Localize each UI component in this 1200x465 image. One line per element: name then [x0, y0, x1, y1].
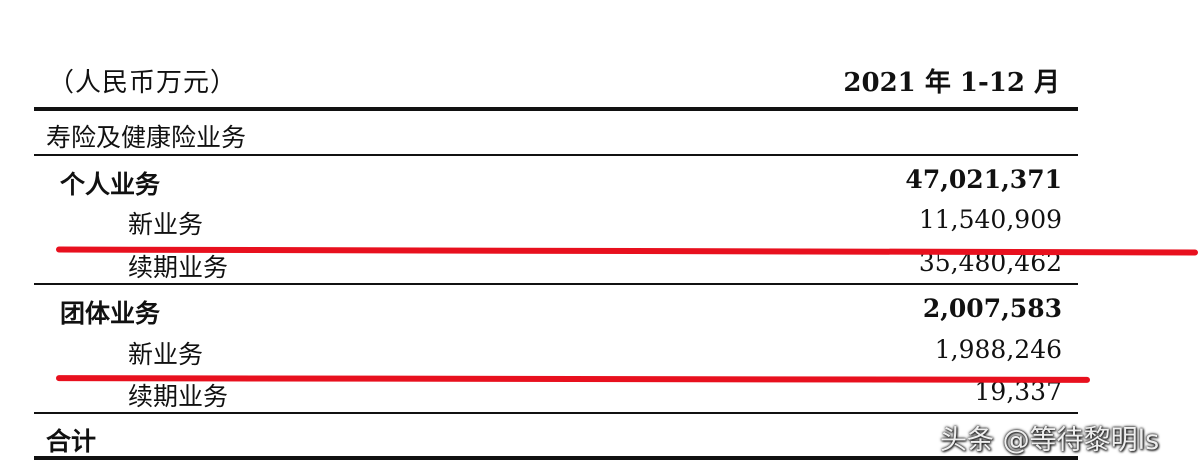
row-label-individual-new: 新业务 [128, 210, 204, 239]
row-label-individual: 个人业务 [60, 170, 161, 199]
section-divider [34, 154, 1078, 156]
watermark: 头条 @等待黎明ls [940, 425, 1160, 456]
group-divider [34, 283, 1078, 285]
row-value-group-new: 1,988,246 [934, 335, 1062, 364]
total-divider [34, 412, 1078, 414]
row-label-group-new: 新业务 [128, 340, 204, 369]
section-label: 寿险及健康险业务 [46, 123, 247, 152]
row-label-individual-renewal: 续期业务 [128, 253, 229, 282]
row-label-group: 团体业务 [60, 299, 161, 328]
period-header: 2021 年 1-12 月 [843, 68, 1060, 98]
table-bottom-rule [34, 456, 1078, 460]
unit-label: （人民币万元） [48, 68, 238, 98]
row-value-group: 2,007,583 [922, 294, 1062, 323]
row-value-individual: 47,021,371 [905, 165, 1062, 194]
row-value-individual-new: 11,540,909 [918, 205, 1062, 234]
row-label-total: 合计 [46, 427, 97, 456]
row-label-group-renewal: 续期业务 [128, 382, 229, 411]
table-top-rule [34, 107, 1078, 111]
